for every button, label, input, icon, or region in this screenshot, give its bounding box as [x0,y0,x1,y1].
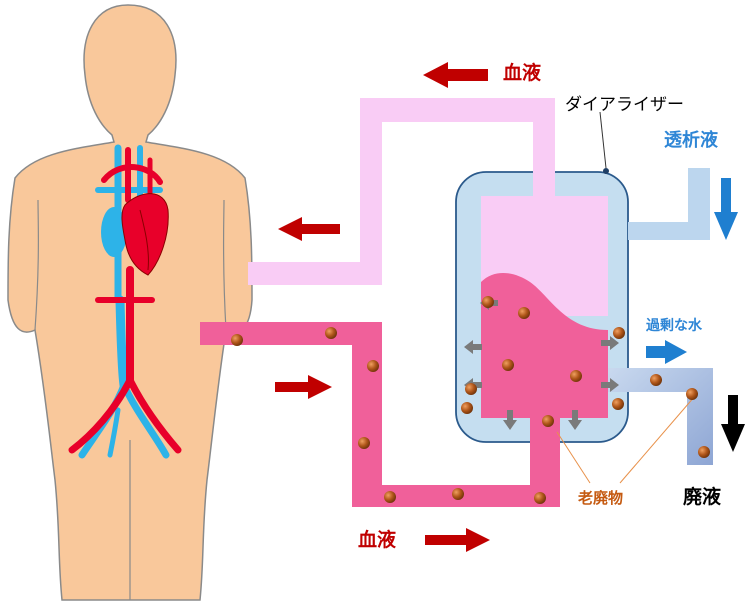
waste-callout-line-1 [556,431,591,484]
waste-particle [358,437,370,449]
dialysate-inlet-tube [628,168,710,240]
vein-iliac-right [120,381,170,459]
blood-return-tube [248,98,555,285]
waste-particles [231,296,710,504]
waste-particle [612,398,624,410]
waste-particle [650,374,662,386]
vena-cava [101,207,127,257]
dialyzer-callout-line [599,111,607,169]
waste-particle [534,492,546,504]
dialyzer-callout-dot [603,168,609,174]
right-arm-line [222,199,227,331]
label-dialyzer: ダイアライザー [565,95,684,115]
arrow-blood-top [423,62,488,88]
waste-particle [482,296,494,308]
waste-particle [452,488,464,500]
waste-particle [461,402,473,414]
waste-particle [613,327,625,339]
waste-particle [686,388,698,400]
label-blood-bottom: 血液 [358,529,397,551]
dialysate-flow-arrows [646,178,738,364]
left-arm-line [34,199,39,331]
waste-particle [502,359,514,371]
annotation-lines [556,111,696,484]
filter-arrow-right-1 [601,336,619,350]
label-dialysate: 透析液 [664,130,718,151]
label-waste: 老廃物 [578,489,624,507]
waste-particle [518,307,530,319]
arteries [68,147,182,454]
artery-iliac-right [126,376,182,454]
waste-particle [698,446,710,458]
waste-particle [570,370,582,382]
waste-particle [465,383,477,395]
waste-particle [325,327,337,339]
vein-descending [115,295,129,390]
arrow-dialysate-down [714,178,738,240]
blood-flow-arrows [275,62,490,552]
waste-particle [231,334,243,346]
arrow-blood-return [278,217,340,241]
waste-callout-line-2 [619,395,696,484]
filter-arrow-right-2 [601,378,619,392]
label-blood-top: 血液 [503,62,542,84]
artery-arch [101,164,163,185]
vein-leg-left-inner [107,407,121,458]
waste-particle [542,415,554,427]
filter-arrow-down-1 [503,410,517,430]
heart-outline-detail [139,209,149,271]
arrow-blood-out [275,375,332,399]
filter-arrow-down-2 [568,410,582,430]
label-excess-water: 過剰な水 [646,318,702,334]
arrow-blood-bottom [425,528,490,552]
filter-arrow-left-2 [464,340,482,354]
blood-out-tube [200,322,560,507]
arrow-effluent-down [721,395,745,452]
waste-particle [384,491,396,503]
label-effluent: 廃液 [683,486,722,508]
waste-particle [367,360,379,372]
artery-iliac-left [68,376,134,454]
arrow-excess-water [646,340,687,364]
